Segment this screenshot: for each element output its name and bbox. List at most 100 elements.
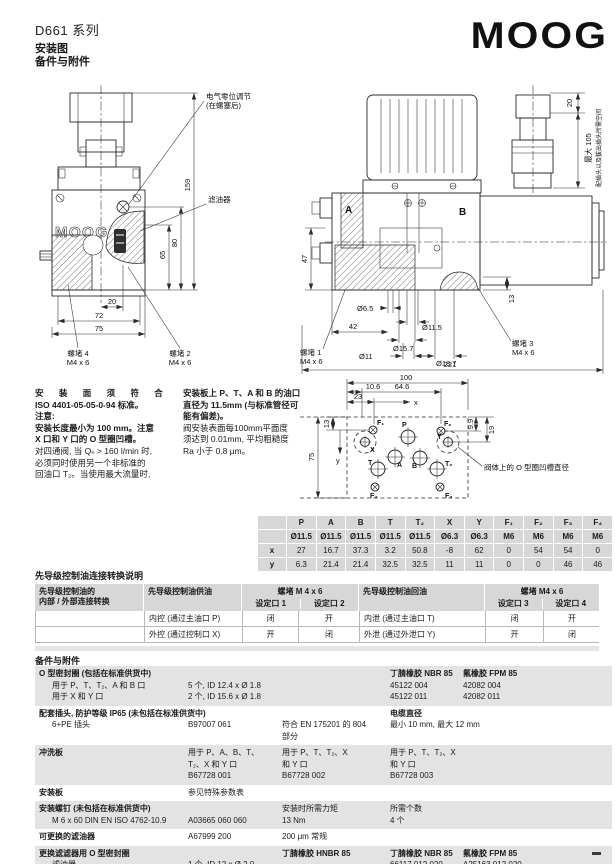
port-label-f4: F₄ (370, 493, 378, 500)
port-label-t: T (368, 460, 373, 467)
pattern-port-labels: F₁ P F₂ X Y T A B T₂ F₄ F₃ (368, 420, 453, 500)
pilot-header-col1: 先导级控制油的 内部 / 外部连接转换 (35, 584, 143, 611)
front-view-drawing: MOOG 20 72 75 (39, 85, 251, 367)
side-view-dimensions: Ø6.5 42 Ø11.5 Ø15.7 Ø11 Ø18.7 13 (300, 92, 604, 374)
parts-cell: 13 Nm (282, 815, 306, 825)
pilot-header-col1-line2: 内部 / 外部连接转换 (39, 597, 110, 606)
parts-cell: A03665 060 060 (188, 815, 247, 825)
ports-table-header: X (435, 516, 464, 529)
parts-cell: M 6 x 60 DIN EN ISO 4762-10.9 (52, 815, 167, 825)
ports-table-header: F₄ (583, 516, 612, 529)
front-view-dimensions: 20 72 75 159 80 65 (51, 92, 198, 338)
ports-table-x: 27 (287, 544, 316, 557)
ports-table-dia: Ø11.5 (316, 530, 346, 543)
ports-table-y: 11 (464, 558, 494, 571)
ports-dimension-table: P A B T T₂ X Y F₁ F₂ F₃ F₄ Ø11.5 Ø11.5 Ø… (258, 516, 612, 571)
axis-y-label: y (336, 456, 340, 465)
ports-table-header: P (287, 516, 316, 529)
ports-table-header: F₂ (524, 516, 553, 529)
dim-label: 20 (565, 99, 574, 107)
dim-label: Ø18.7 (436, 359, 456, 368)
front-view-plug-block (39, 234, 104, 291)
port-label-f3: F₃ (445, 493, 453, 500)
parts-cell: 安装时所需力矩 (282, 804, 338, 813)
ports-table-dia: Ø11.5 (346, 530, 375, 543)
pilot-header-set3: 设定口 3 (497, 599, 529, 608)
pilot-cell: 闭 (544, 627, 600, 642)
ports-table-header: B (346, 516, 375, 529)
parts-group-mounting-screws: 安装螺钉 (未包括在标准供货中) 安装时所需力矩 所需个数 M 6 x 60 D… (35, 801, 612, 829)
plug3-size: M4 x 6 (512, 348, 535, 357)
moog-logo: MOOG (470, 16, 608, 57)
ports-table-x: 0 (494, 544, 524, 557)
pilot-cell: 闭 (243, 611, 298, 626)
filter-label: 滤油器 (208, 194, 231, 204)
pilot-header-col1-line1: 先导级控制油的 (39, 587, 95, 596)
parts-group-flushing-plate: 冲洗板 用于 P、A、B、T、 T₂、X 和 Y 口 B67728 001 用于… (35, 745, 612, 785)
null-adjust-label: 电气零位调节 (206, 91, 251, 101)
ports-table-x: 62 (464, 544, 494, 557)
side-view-connector (511, 85, 554, 195)
plug1-label: 螺堵 1 (300, 347, 321, 357)
connector-space-note: 配插头以及拔出插头所需空间 (595, 109, 603, 187)
pilot-cell: 开 (486, 627, 543, 642)
parts-cell: 最小 10 mm, 最大 12 mm (390, 720, 480, 729)
parts-cell: 4 个 (390, 815, 405, 825)
ports-table-y: 46 (553, 558, 583, 571)
pilot-cell-empty (36, 627, 144, 642)
ports-table-dia: Ø11.5 (287, 530, 316, 543)
pilot-cell: 外控 (通过控制口 X) (145, 627, 242, 642)
parts-cell: 用于 P、T、T₂、X 和 Y 口 B67728 002 (282, 748, 348, 780)
parts-cell: 安装板 (39, 787, 63, 797)
pilot-header-plug12: 螺堵 M 4 x 6 设定口 1 设定口 2 (242, 584, 358, 611)
parts-group-connector: 配套插头, 防护等级 IP65 (未包括在标准供货中) 电缆直径 6+PE 插头… (35, 706, 612, 746)
dim-label: 13 (507, 295, 516, 303)
dim-label: 9.9 (466, 419, 475, 429)
dim-label: 23 (354, 392, 362, 401)
parts-cell: 5 个, ID 12.4 x Ø 1.8 (188, 680, 261, 690)
install-notes-right: 安装板上 P、T、A 和 B 的油口 直径为 11.5mm (与标准管径可 能有… (183, 388, 317, 458)
note-line: 安装板上 P、T、A 和 B 的油口 (183, 388, 301, 398)
parts-group-filter: 可更换的滤油器 A67999 200 200 μm 常规 (35, 829, 612, 846)
parts-cell: 电缆直径 (390, 708, 422, 718)
plug2-label: 螺堵 2 (169, 348, 190, 358)
note-line: X 口和 Y 口的 O 型圈凹槽。 (35, 434, 142, 445)
ports-table-y: 32.5 (375, 558, 405, 571)
ports-table-y: 11 (435, 558, 464, 571)
axis-x-label: x (414, 398, 418, 407)
pilot-header-plug34: 螺堵 M4 x 6 设定口 3 设定口 4 (485, 584, 599, 611)
ports-table-y: 21.4 (316, 558, 346, 571)
ports-table-dia: Ø11.5 (405, 530, 435, 543)
pilot-cell: 外泄 (通过外泄口 Y) (360, 627, 485, 642)
port-label-b: B (412, 463, 417, 470)
parts-cell: 参见特殊参数表 (188, 787, 244, 797)
ports-table-y: 6.3 (287, 558, 316, 571)
ports-table-dia: M6 (494, 530, 524, 543)
note-line: 回油口 T₂。当使用最大流量时, (35, 469, 151, 480)
parts-cell: 丁腈橡胶 NBR 85 (390, 848, 453, 858)
note-line: 安装长度最小为 100 mm。注意 (35, 422, 155, 433)
pilot-header-set1: 设定口 1 (255, 599, 287, 608)
pilot-cell: 内控 (通过主油口 P) (145, 611, 242, 626)
parts-cell: 用于 P、T、T₂、A 和 B 口 (52, 680, 146, 690)
install-notes-left: 安 装 面 须 符 合 ISO 4401-05-05-0-94 标准。 注意: … (35, 388, 185, 481)
port-label-f2: F₂ (444, 421, 451, 428)
ports-table-x: 37.3 (346, 544, 375, 557)
parts-cell: 用于 P、T、T₂、X 和 Y 口 B67728 003 (390, 748, 456, 780)
dim-label: 47 (300, 255, 309, 263)
parts-cell: 42082 004 (463, 680, 501, 690)
parts-group-orings: O 型密封圈 (包括在标准供货中) 丁腈橡胶 NBR 85 氟橡胶 FPM 85… (35, 666, 612, 706)
front-view-filter-section (105, 210, 145, 264)
dim-label: Ø6.5 (357, 304, 373, 313)
ports-table-y: 32.5 (405, 558, 435, 571)
parts-cell: 2 个, ID 15.6 x Ø 1.8 (188, 692, 261, 701)
pilot-header-set4: 设定口 4 (541, 599, 600, 609)
ports-table-header: F₃ (553, 516, 583, 529)
ports-table-x: 54 (524, 544, 553, 557)
parts-cell: 45122 004 (390, 680, 428, 690)
dim-label: 75 (307, 453, 316, 461)
parts-cell: 用于 P、A、B、T、 T₂、X 和 Y 口 B67728 001 (188, 748, 260, 780)
pattern-dimensions: 100 10.6 64.6 23 x 13 75 y 9.9 19 (307, 373, 496, 499)
ports-table-x: 16.7 (316, 544, 346, 557)
